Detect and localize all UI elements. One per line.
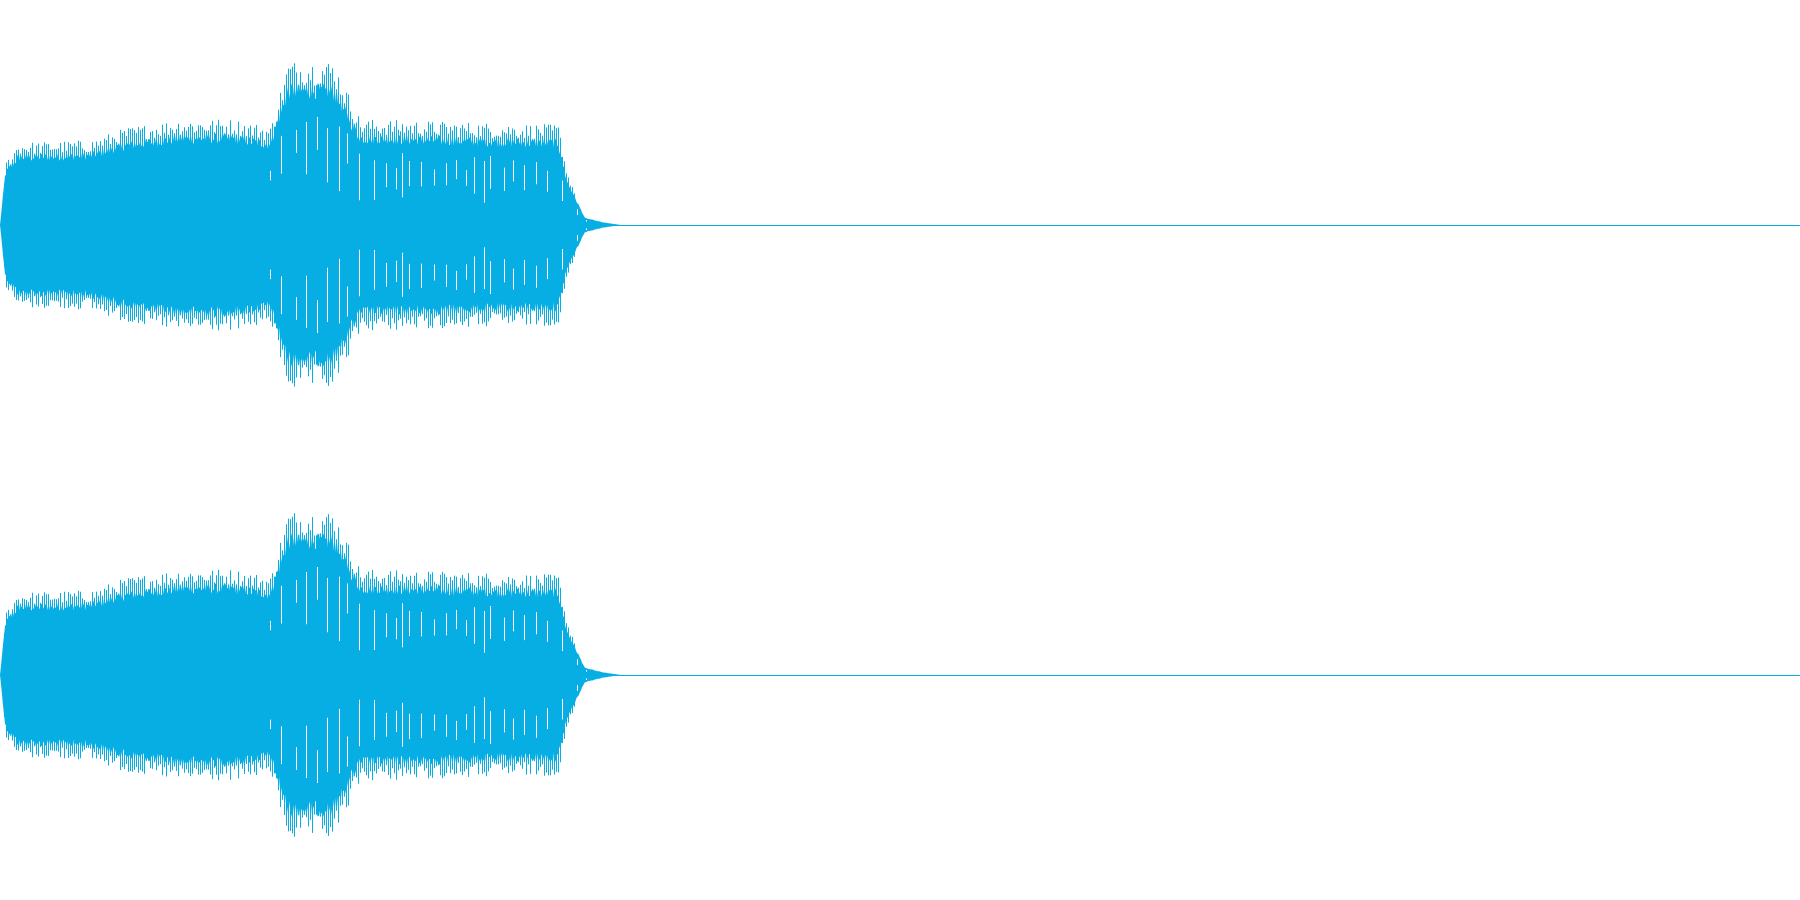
waveform-channel-right [0, 513, 1800, 837]
waveform-channel-left [0, 63, 1800, 387]
